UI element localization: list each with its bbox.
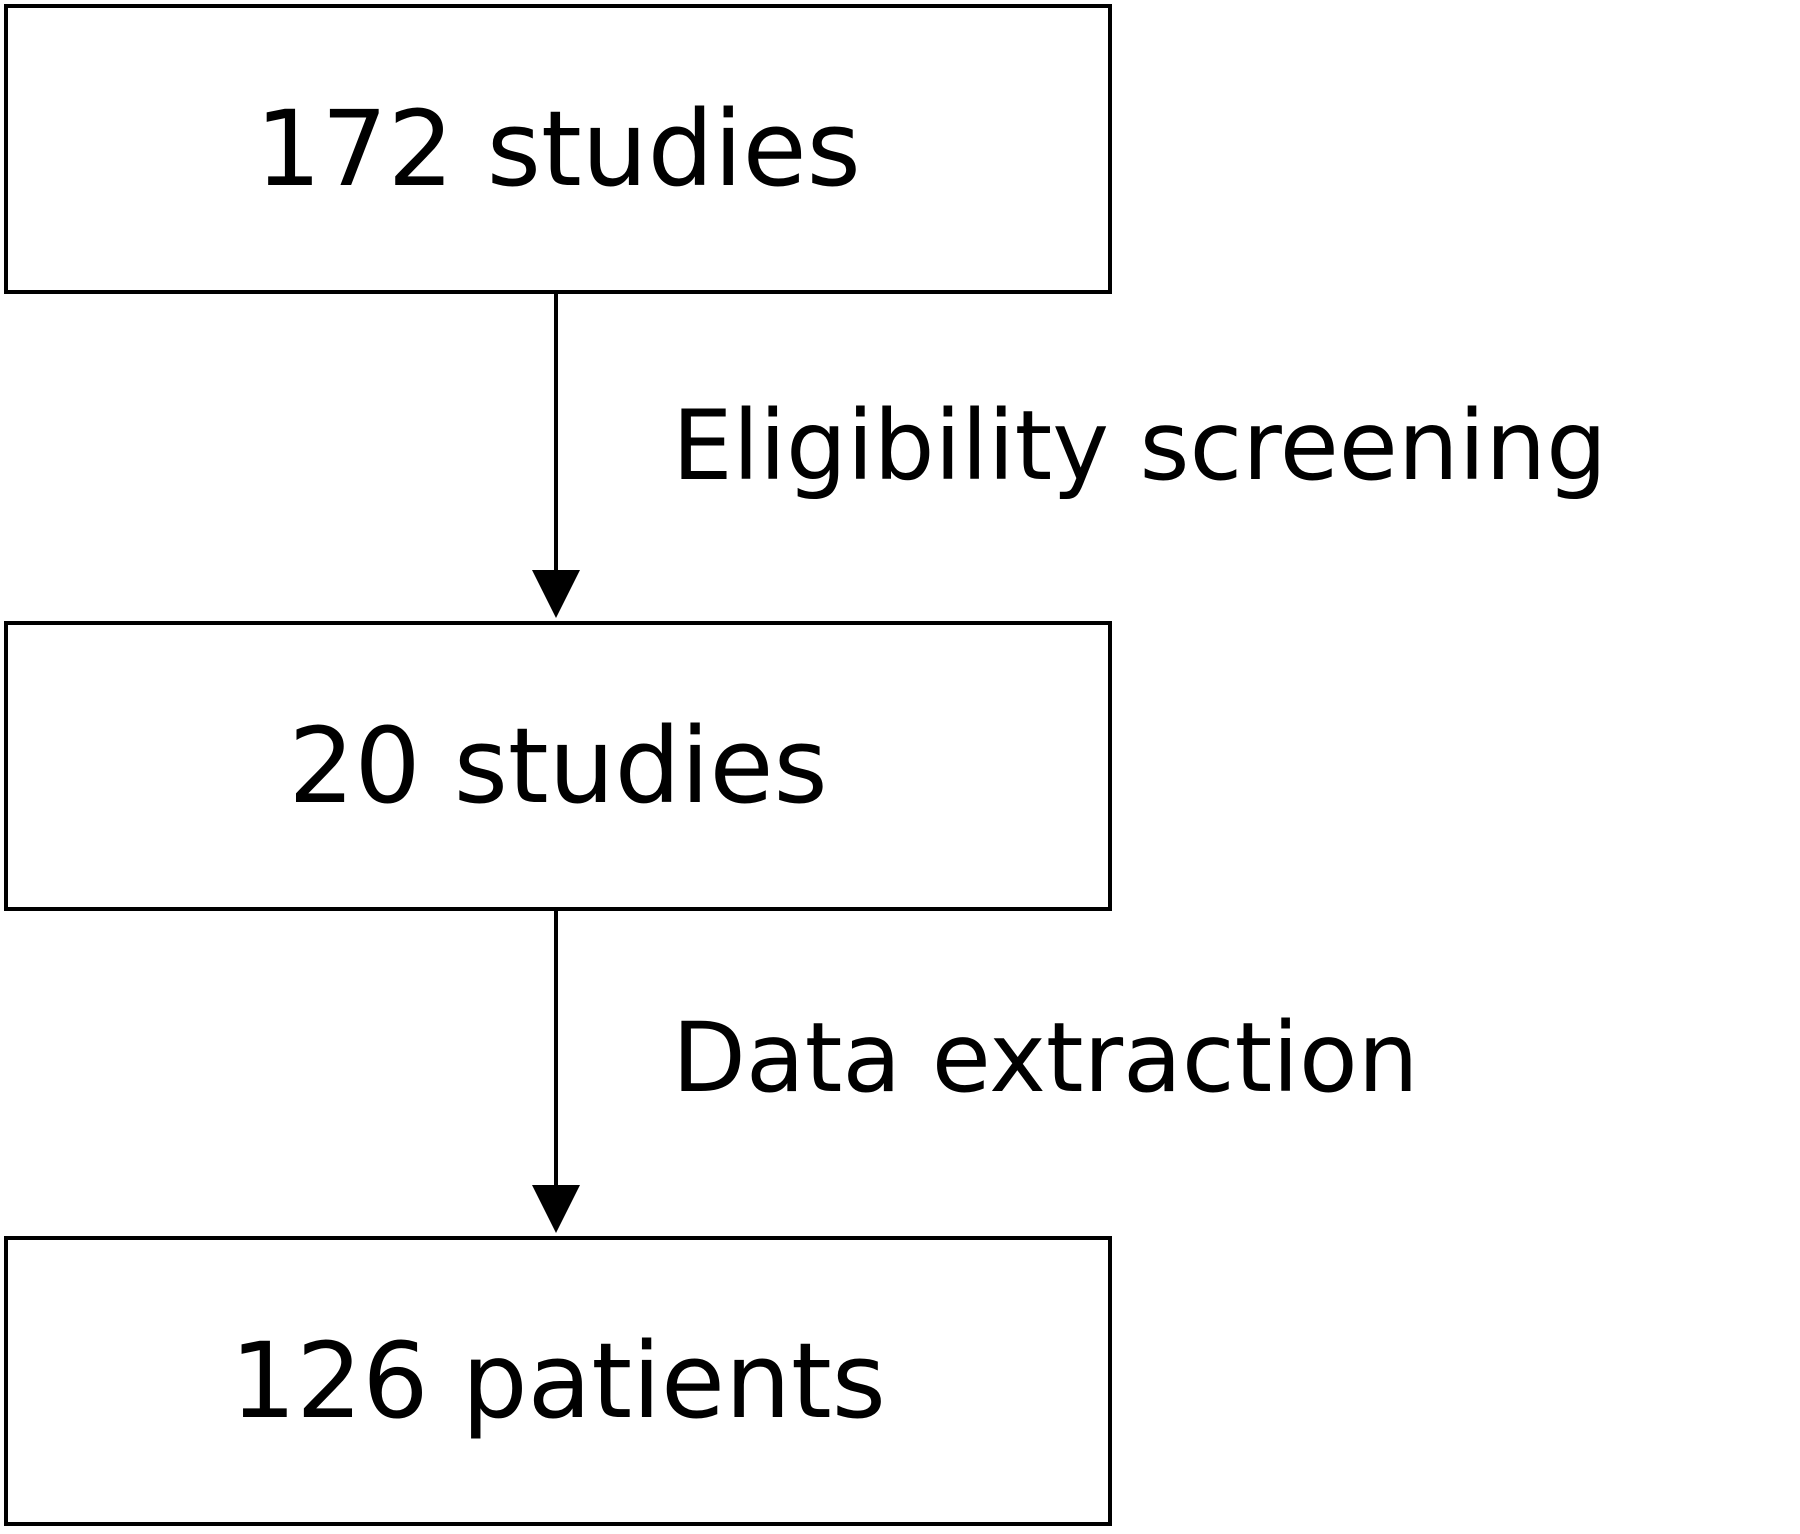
node-box-2: 20 studies <box>4 621 1112 911</box>
node-label-3: 126 patients <box>230 1320 886 1442</box>
edge-label-1: Eligibility screening <box>672 390 1608 502</box>
node-box-1: 172 studies <box>4 4 1112 294</box>
edge-label-2: Data extraction <box>672 1002 1419 1114</box>
arrow-head-2 <box>532 1185 580 1233</box>
node-box-3: 126 patients <box>4 1236 1112 1526</box>
node-label-1: 172 studies <box>255 88 861 210</box>
arrow-head-1 <box>532 570 580 618</box>
node-label-2: 20 studies <box>288 705 828 827</box>
